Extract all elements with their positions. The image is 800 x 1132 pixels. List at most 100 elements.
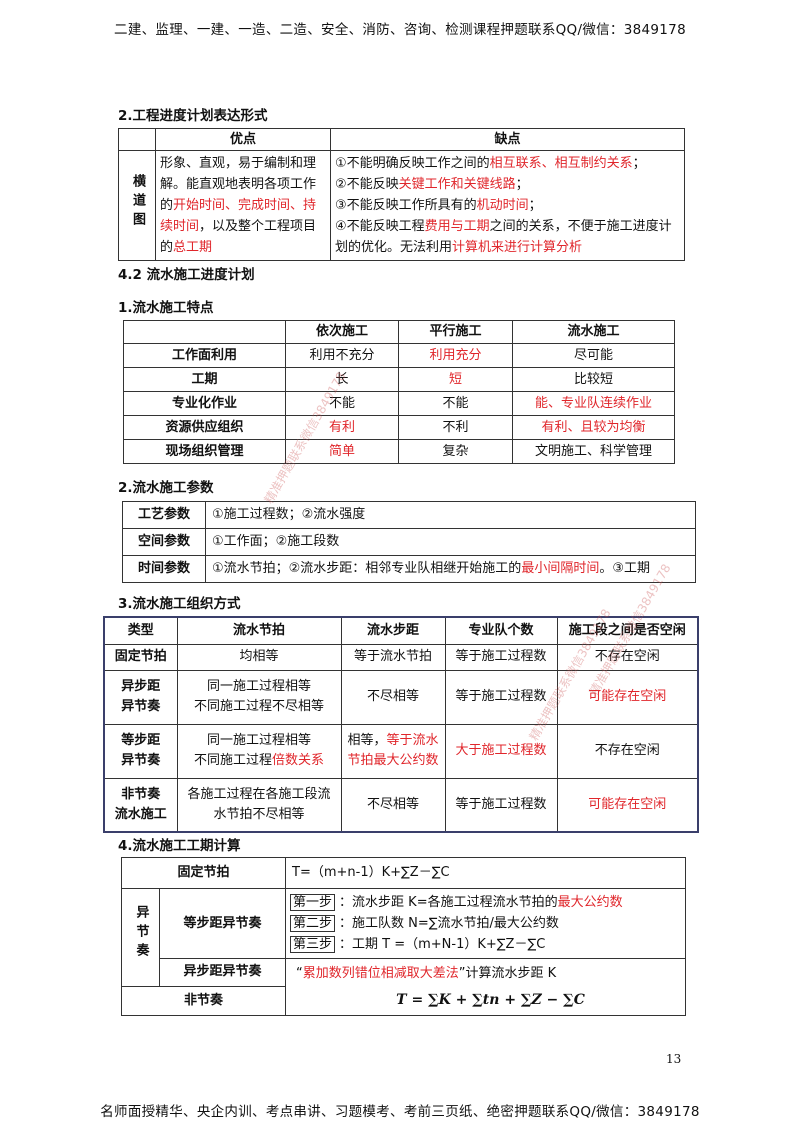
section-heading-flow-features: 1.流水施工特点 xyxy=(118,300,214,316)
cons-a-1: ②不能反映 xyxy=(335,177,399,192)
unequal-step-text: “累加数列错位相减取大差法”计算流水步距 K xyxy=(296,961,685,987)
cell-parallel: 短 xyxy=(398,367,513,392)
row-label-text: 横道图 xyxy=(130,173,145,231)
cons-a-3: ④不能反映工程 xyxy=(335,219,425,234)
cell-sequential: 不能 xyxy=(285,391,399,416)
step-row: 第三步：工期 T =（m+N-1）K+∑Z－∑C xyxy=(290,934,685,955)
method-tail: ”计算流水步距 K xyxy=(458,966,557,981)
col-header-teams: 专业队个数 xyxy=(444,616,558,645)
type-cell: 固定节拍 xyxy=(103,643,178,671)
row-label: 现场组织管理 xyxy=(123,439,286,464)
section-heading-duration-calc: 4.流水施工工期计算 xyxy=(118,838,241,854)
cell-sequential: 简单 xyxy=(285,439,399,464)
step-row: 第一步：流水步距 K=各施工过程流水节拍的最大公约数 xyxy=(290,892,685,913)
col-header-idle: 施工段之间是否空闲 xyxy=(556,616,699,645)
col-header-flow: 流水施工 xyxy=(512,320,675,344)
type-line: 流水施工 xyxy=(114,806,167,822)
col-header-type: 类型 xyxy=(103,616,178,645)
step-cell: 不尽相等 xyxy=(340,669,446,725)
cons-b-0: ； xyxy=(632,156,646,171)
cell-flow: 能、专业队连续作业 xyxy=(512,391,675,416)
equal-step-steps: 第一步：流水步距 K=各施工过程流水节拍的最大公约数 第二步：施工队数 N=∑流… xyxy=(285,888,687,959)
step-highlight: 等于流水 xyxy=(386,733,439,748)
type-line: 等步距 xyxy=(121,733,161,748)
pros-highlight-1: 开始时间、完成时间、持续时间 xyxy=(160,198,317,234)
teams-cell: 等于施工过程数 xyxy=(444,777,558,833)
nonrhythm-formula: T = ∑K + ∑tn + ∑Z − ∑C xyxy=(396,992,585,1008)
cell-parallel: 不利 xyxy=(398,415,513,440)
beat-line: 不同施工过程不尽相等 xyxy=(193,699,324,714)
type-cell: 非节奏流水施工 xyxy=(103,777,178,833)
type-line: 异节奏 xyxy=(121,753,161,768)
flow-params-table: 工艺参数 ①施工过程数；②流水强度 空间参数 ①工作面；②施工段数 时间参数 ①… xyxy=(122,501,696,583)
pros-text-1: 形象、直观，易于编制和理解。能直观地表明各项工作的 xyxy=(160,156,317,213)
cell-sequential: 长 xyxy=(285,367,399,392)
beat-line: 不同施工过程 xyxy=(193,753,272,768)
col-header-pros: 优点 xyxy=(155,128,331,151)
cell-parallel: 利用充分 xyxy=(398,343,513,368)
step-cell: 不尽相等 xyxy=(340,777,446,833)
param-label: 工艺参数 xyxy=(122,501,206,529)
page-footer: 名师面授精华、央企内训、考点串讲、习题模考、考前三页纸、绝密押题联系QQ/微信：… xyxy=(100,1104,700,1120)
type-line: 异步距 xyxy=(121,679,161,694)
param-highlight: 最小间隔时间 xyxy=(521,561,600,576)
col-header-sequential: 依次施工 xyxy=(285,320,399,344)
beat-line: 各施工过程在各施工段流 xyxy=(187,786,331,802)
col-header-beat: 流水节拍 xyxy=(176,616,342,645)
row-label: 专业化作业 xyxy=(123,391,286,416)
row-label: 工期 xyxy=(123,367,286,392)
param-text: ①施工过程数；②流水强度 xyxy=(212,507,366,522)
cons-r-0: 相互联系、相互制约关系 xyxy=(489,156,633,171)
row-label: 工作面利用 xyxy=(123,343,286,368)
param-text-tail: 。③工期 xyxy=(599,561,650,576)
type-cell: 等步距异节奏 xyxy=(103,723,178,779)
flow-organization-table: 类型 流水节拍 流水步距 专业队个数 施工段之间是否空闲 固定节拍 均相等 等于… xyxy=(103,616,699,833)
cell-flow: 尽可能 xyxy=(512,343,675,368)
section-heading-flow-plan: 4.2 流水施工进度计划 xyxy=(118,267,255,283)
section-heading-flow-params: 2.流水施工参数 xyxy=(118,480,214,496)
teams-cell: 等于施工过程数 xyxy=(444,643,558,671)
row-label-gantt: 横道图 xyxy=(118,150,156,261)
page-header: 二建、监理、一建、一造、二造、安全、消防、咨询、检测课程押题联系QQ/微信：38… xyxy=(114,22,686,38)
beat-line: 同一施工过程相等 xyxy=(206,733,311,748)
beat-line: 均相等 xyxy=(239,649,279,664)
cons-r-1: 关键工作和关键线路 xyxy=(398,177,516,192)
cell-sequential: 利用不充分 xyxy=(285,343,399,368)
idle-cell: 不存在空闲 xyxy=(556,723,699,779)
pros-text-2: ，以及整个工程项目的 xyxy=(160,219,317,255)
cons-a-0: ①不能明确反映工作之间的 xyxy=(335,156,490,171)
idle-cell: 可能存在空闲 xyxy=(556,777,699,833)
beat-cell: 各施工过程在各施工段流水节拍不尽相等 xyxy=(176,777,342,833)
param-label: 空间参数 xyxy=(122,528,206,556)
teams-cell: 等于施工过程数 xyxy=(444,669,558,725)
cons-r-3: 费用与工期 xyxy=(424,219,490,234)
cons-b-1: ； xyxy=(515,177,529,192)
cons-r-2: 机动时间 xyxy=(476,198,529,213)
step-text: ：流水步距 K=各施工过程流水节拍的 xyxy=(339,895,558,910)
step-tag: 第二步 xyxy=(290,915,336,932)
step-text: ：施工队数 N=∑流水节拍/最大公约数 xyxy=(339,916,559,931)
step-cell: 相等，等于流水节拍最大公约数 xyxy=(340,723,446,779)
cell-flow: 比较短 xyxy=(512,367,675,392)
type-line: 非节奏 xyxy=(121,786,161,802)
type-line: 异节奏 xyxy=(121,699,161,714)
beat-line: 同一施工过程相等 xyxy=(206,679,311,694)
beat-cell: 同一施工过程相等不同施工过程倍数关系 xyxy=(176,723,342,779)
step-line: 不尽相等 xyxy=(366,796,419,812)
page-number: 13 xyxy=(666,1052,682,1066)
group-label: 异节奏 xyxy=(133,905,149,963)
duration-calc-table: 固定节拍 T=（m+n-1）K+∑Z－∑C 异节奏 等步距异节奏 第一步：流水步… xyxy=(120,857,687,1017)
section-heading-progress-forms: 2.工程进度计划表达形式 xyxy=(118,108,268,124)
fixed-formula: T=（m+n-1）K+∑Z－∑C xyxy=(285,857,687,889)
nonrhythm-label: 非节奏 xyxy=(120,985,287,1017)
unequal-step-method: “累加数列错位相减取大差法”计算流水步距 K T = ∑K + ∑tn + ∑Z… xyxy=(285,958,687,1016)
param-text: ①流水节拍；②流水步距：相邻专业队相继开始施工的 xyxy=(212,561,522,576)
beat-cell: 均相等 xyxy=(176,643,342,671)
type-cell: 异步距异节奏 xyxy=(103,669,178,725)
pros-highlight-2: 总工期 xyxy=(173,240,213,255)
step-line: 等于流水节拍 xyxy=(353,649,432,664)
cons-b-2: ； xyxy=(528,198,542,213)
col-header-step: 流水步距 xyxy=(340,616,446,645)
beat-highlight: 倍数关系 xyxy=(272,753,325,768)
idle-cell: 可能存在空闲 xyxy=(556,669,699,725)
